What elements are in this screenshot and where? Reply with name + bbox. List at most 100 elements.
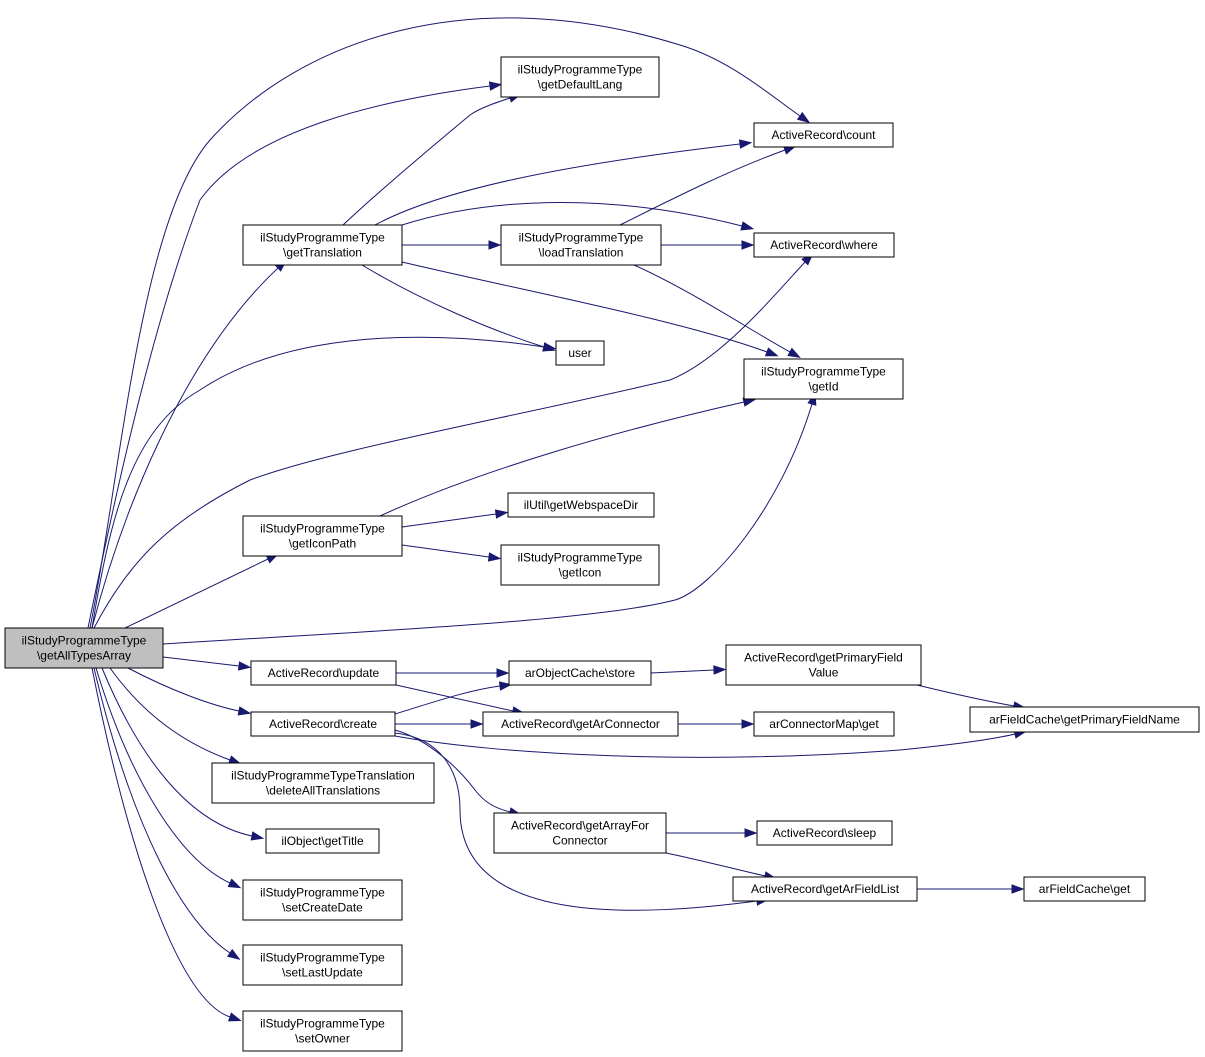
- function-node-n16[interactable]: ActiveRecord\getArConnector: [482, 711, 679, 737]
- call-edge-n3-n2: [374, 139, 753, 226]
- node-label-line: ActiveRecord\getArrayFor: [511, 819, 649, 833]
- edge-line: [394, 733, 1016, 758]
- edge-line: [127, 667, 240, 712]
- function-node-n25[interactable]: ilStudyProgrammeType\setLastUpdate: [242, 944, 403, 986]
- function-node-n24[interactable]: ilStudyProgrammeType\setCreateDate: [242, 879, 403, 921]
- node-label-line: \getIconPath: [289, 537, 356, 551]
- edge-line: [91, 336, 545, 629]
- node-label-line: \getId: [808, 380, 838, 394]
- edge-line: [95, 667, 231, 884]
- function-node-n6[interactable]: user: [555, 340, 605, 366]
- node-label-line: ilStudyProgrammeType: [518, 63, 643, 77]
- edge-line: [374, 143, 741, 226]
- node-label-line: ilStudyProgrammeType: [519, 231, 644, 245]
- function-node-n26[interactable]: ilStudyProgrammeType\setOwner: [242, 1010, 403, 1052]
- edge-line: [633, 264, 791, 353]
- node-box: [242, 1010, 403, 1052]
- function-node-n11[interactable]: ActiveRecord\update: [250, 660, 397, 686]
- call-edge-n0-n8: [124, 553, 280, 629]
- function-node-n3[interactable]: ilStudyProgrammeType\getTranslation: [242, 224, 403, 266]
- edge-line: [401, 261, 768, 353]
- arrowhead-icon: [738, 139, 753, 149]
- edge-line: [916, 684, 1015, 707]
- arrowhead-icon: [470, 719, 484, 729]
- call-edge-n4-n2: [619, 145, 797, 226]
- edge-line: [91, 667, 231, 1018]
- edge-line: [394, 732, 758, 911]
- function-node-n5[interactable]: ActiveRecord\where: [753, 232, 895, 258]
- function-node-n1[interactable]: ilStudyProgrammeType\getDefaultLang: [500, 56, 660, 98]
- node-label-line: ActiveRecord\getArConnector: [501, 717, 660, 731]
- node-box: [500, 56, 660, 98]
- node-box: [242, 515, 403, 557]
- node-box: [753, 232, 895, 258]
- node-box: [555, 340, 605, 366]
- call-edge-n0-n6: [91, 336, 557, 629]
- function-node-n22[interactable]: ActiveRecord\getArFieldList: [732, 876, 918, 902]
- call-edge-n4-n7: [633, 264, 801, 359]
- node-label-line: ilStudyProgrammeType: [260, 231, 385, 245]
- node-box: [250, 660, 397, 686]
- node-box: [732, 876, 918, 902]
- node-label-line: ilStudyProgrammeType: [761, 365, 886, 379]
- function-node-n7[interactable]: ilStudyProgrammeType\getId: [743, 358, 904, 400]
- node-label-line: arFieldCache\get: [1039, 882, 1131, 896]
- call-edge-n22-n23: [917, 884, 1025, 894]
- call-edge-n3-n7: [401, 261, 779, 357]
- call-edge-n0-n3: [91, 259, 288, 629]
- call-edge-n0-n11: [162, 656, 252, 671]
- node-label-line: ActiveRecord\getPrimaryField: [744, 651, 903, 665]
- node-box: [250, 711, 396, 737]
- node-label-line: Connector: [552, 834, 607, 848]
- call-edge-n0-n18: [109, 667, 242, 765]
- edge-line: [401, 202, 743, 227]
- arrowhead-icon: [787, 347, 801, 359]
- call-edge-n16-n17: [678, 719, 755, 729]
- arrowhead-icon: [494, 509, 509, 519]
- call-edge-n8-n10: [401, 544, 502, 562]
- function-node-n15[interactable]: ActiveRecord\create: [250, 711, 396, 737]
- function-node-n20[interactable]: ActiveRecord\sleep: [756, 820, 893, 846]
- function-node-n2[interactable]: ActiveRecord\count: [753, 122, 894, 148]
- function-node-n21[interactable]: ilObject\getTitle: [265, 828, 380, 854]
- function-node-n14[interactable]: arFieldCache\getPrimaryFieldName: [969, 706, 1200, 733]
- function-node-n23[interactable]: arFieldCache\get: [1023, 876, 1146, 902]
- edge-line: [401, 513, 497, 528]
- call-edge-n15-n12: [394, 681, 513, 715]
- node-label-line: ActiveRecord\getArFieldList: [751, 882, 900, 896]
- node-label-line: \setOwner: [295, 1032, 350, 1046]
- function-node-n18[interactable]: ilStudyProgrammeTypeTranslation\deleteAl…: [211, 762, 435, 804]
- call-edge-n0-n5: [93, 252, 814, 629]
- node-box: [743, 358, 904, 400]
- node-label-line: \loadTranslation: [539, 246, 624, 260]
- node-box: [265, 828, 380, 854]
- function-node-n0[interactable]: ilStudyProgrammeType\getAllTypesArray: [4, 627, 164, 669]
- call-edge-n0-n15: [127, 667, 252, 716]
- node-label-line: ilUtil\getWebspaceDir: [524, 498, 639, 512]
- call-edge-n11-n12: [396, 668, 510, 678]
- node-label-line: \getDefaultLang: [538, 78, 623, 92]
- node-label-line: \setLastUpdate: [282, 966, 363, 980]
- function-node-n12[interactable]: arObjectCache\store: [508, 660, 652, 686]
- function-node-n10[interactable]: ilStudyProgrammeType\getIcon: [500, 544, 660, 586]
- arrowhead-icon: [1011, 884, 1025, 894]
- arrowhead-icon: [764, 347, 779, 357]
- node-box: [242, 879, 403, 921]
- function-node-n17[interactable]: arConnectorMap\get: [753, 711, 895, 737]
- node-label-line: ilStudyProgrammeType: [260, 522, 385, 536]
- node-box: [500, 544, 660, 586]
- node-label-line: ActiveRecord\count: [771, 128, 876, 142]
- function-node-n4[interactable]: ilStudyProgrammeType\loadTranslation: [500, 224, 662, 266]
- call-edge-n19-n20: [666, 828, 758, 838]
- node-label-line: ilObject\getTitle: [281, 834, 364, 848]
- function-node-n9[interactable]: ilUtil\getWebspaceDir: [507, 492, 655, 518]
- node-label-line: ilStudyProgrammeType: [260, 951, 385, 965]
- function-node-n8[interactable]: ilStudyProgrammeType\getIconPath: [242, 515, 403, 557]
- arrowhead-icon: [741, 240, 755, 250]
- node-label-line: ilStudyProgrammeType: [22, 634, 147, 648]
- node-box: [969, 706, 1200, 733]
- arrowhead-icon: [542, 342, 556, 352]
- node-label-line: ActiveRecord\create: [269, 717, 377, 731]
